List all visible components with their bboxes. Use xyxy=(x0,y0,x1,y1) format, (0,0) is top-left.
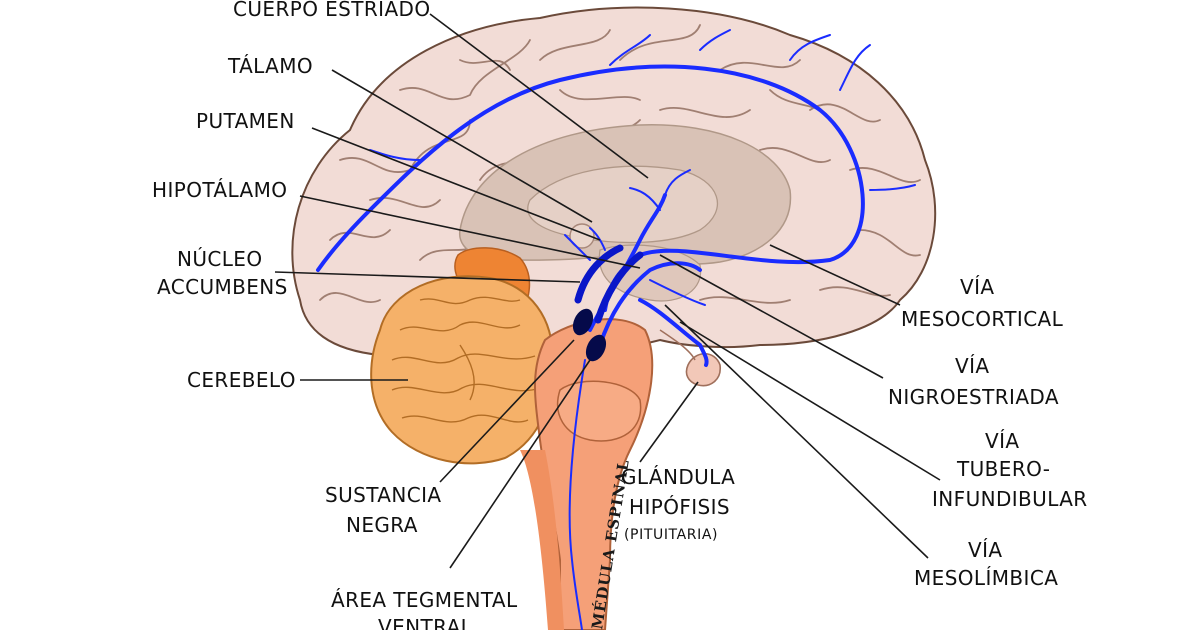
label-mesocortical: MESOCORTICAL xyxy=(901,307,1064,331)
cerebellum xyxy=(370,275,554,465)
label-hipofisis: HIPÓFISIS xyxy=(629,495,730,519)
label-ventral: VENTRAL xyxy=(378,615,473,630)
label-pituitaria: (PITUITARIA) xyxy=(624,527,718,543)
label-nigroestriada: NIGROESTRIADA xyxy=(888,385,1059,409)
label-putamen: PUTAMEN xyxy=(196,109,295,133)
cortex-gyri xyxy=(319,24,921,304)
label-tubero: TUBERO- xyxy=(956,457,1050,481)
substantia-nigra-nucleus xyxy=(572,308,594,336)
pituitary-stalk xyxy=(659,329,696,361)
label-area-tegmental: ÁREA TEGMENTAL xyxy=(331,588,518,612)
leader-lines xyxy=(274,13,941,569)
label-meso-via: VÍA xyxy=(968,538,1002,562)
pituitary-gland xyxy=(685,352,721,387)
label-hipotalamo: HIPOTÁLAMO xyxy=(152,178,287,202)
vta-nucleus xyxy=(585,334,607,362)
label-sustancia: SUSTANCIA xyxy=(325,483,441,507)
label-cerebelo: CEREBELO xyxy=(187,368,296,392)
label-nucleo: NÚCLEO xyxy=(177,247,263,271)
dopamine-pathways xyxy=(316,29,916,630)
label-nigro-via: VÍA xyxy=(955,354,989,378)
label-mesocortical-via: VÍA xyxy=(960,275,994,299)
spinal-cord-shadow xyxy=(520,450,564,630)
label-cuerpo-estriado: CUERPO ESTRIADO xyxy=(233,0,430,21)
label-mesolimbica: MESOLÍMBICA xyxy=(914,566,1058,590)
label-tubero-via: VÍA xyxy=(985,429,1019,453)
label-infundibular: INFUNDIBULAR xyxy=(932,487,1088,511)
label-negra: NEGRA xyxy=(346,513,418,537)
cerebellum-folia xyxy=(391,296,541,423)
label-accumbens: ACCUMBENS xyxy=(157,275,288,299)
label-glandula: GLÁNDULA xyxy=(621,465,735,489)
label-talamo: TÁLAMO xyxy=(227,54,313,78)
